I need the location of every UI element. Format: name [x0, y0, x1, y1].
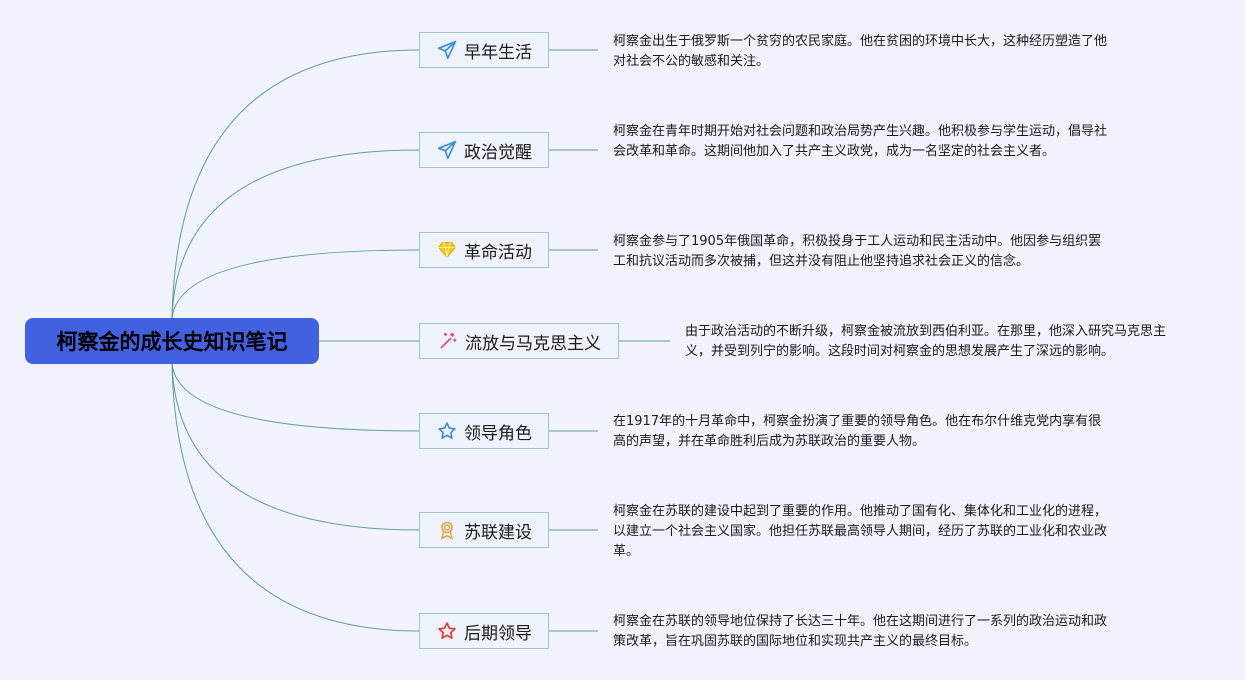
branch-label: 苏联建设	[464, 522, 532, 543]
branch-label: 政治觉醒	[464, 142, 532, 163]
branch-label: 后期领导	[464, 623, 532, 644]
branch-later-leadership[interactable]: 后期领导	[419, 613, 549, 649]
branch-description: 在1917年的十月革命中，柯察金扮演了重要的领导角色。他在布尔什维克党内享有很高…	[613, 414, 1102, 449]
branch-connector	[171, 362, 420, 632]
award-medal-icon	[436, 519, 458, 541]
paper-plane-icon	[436, 139, 458, 161]
branch-description: 柯察金在苏联的建设中起到了重要的作用。他推动了国有化、集体化和工业化的进程，以建…	[613, 504, 1108, 559]
sparkle-wand-icon	[437, 330, 459, 352]
branch-description: 柯察金出生于俄罗斯一个贫穷的农民家庭。他在贫困的环境中长大，这种经历塑造了他对社…	[613, 34, 1108, 69]
branch-label: 早年生活	[464, 42, 532, 63]
paper-plane-icon	[436, 39, 458, 61]
diamond-icon	[436, 239, 458, 261]
branch-revolutionary-activity[interactable]: 革命活动	[419, 232, 549, 268]
branch-label: 革命活动	[464, 242, 532, 263]
branch-connector	[171, 49, 420, 320]
branch-label: 领导角色	[464, 423, 532, 444]
branch-description: 柯察金在青年时期开始对社会问题和政治局势产生兴趣。他积极参与学生运动，倡导社会改…	[613, 124, 1108, 159]
branch-connector	[171, 249, 420, 320]
star-red-icon	[436, 620, 458, 642]
branch-connector	[171, 362, 420, 531]
branch-early-life[interactable]: 早年生活	[419, 32, 549, 68]
mindmap-root-topic[interactable]: 柯察金的成长史知识笔记	[25, 318, 319, 364]
branch-description: 柯察金参与了1905年俄国革命，积极投身于工人运动和民主活动中。他因参与组织罢工…	[613, 234, 1102, 269]
star-outline-icon	[436, 420, 458, 442]
branch-connector	[171, 362, 420, 432]
branch-description: 由于政治活动的不断升级，柯察金被流放到西伯利亚。在那里，他深入研究马克思主义，并…	[685, 324, 1167, 359]
branch-description: 柯察金在苏联的领导地位保持了长达三十年。他在这期间进行了一系列的政治运动和政策改…	[613, 614, 1108, 649]
root-title: 柯察金的成长史知识笔记	[56, 330, 288, 354]
branch-leadership-role[interactable]: 领导角色	[419, 413, 549, 449]
branch-exile-and-marxism[interactable]: 流放与马克思主义	[419, 323, 619, 359]
branch-political-awakening[interactable]: 政治觉醒	[419, 132, 549, 168]
branch-soviet-construction[interactable]: 苏联建设	[419, 512, 549, 548]
branch-label: 流放与马克思主义	[465, 333, 601, 354]
branch-connector	[171, 149, 420, 320]
